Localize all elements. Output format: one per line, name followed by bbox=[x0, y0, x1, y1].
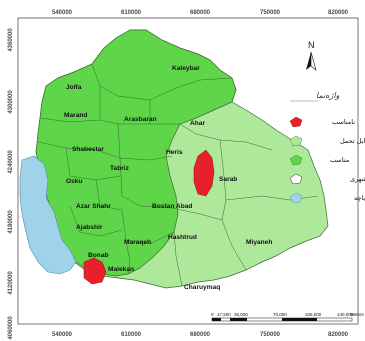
y-axis-ticks: 4360000 4300000 4240000 4180000 4120000 … bbox=[8, 28, 14, 340]
x-tick-label: 610000 bbox=[121, 10, 142, 16]
scale-label: 140,000 bbox=[337, 312, 354, 317]
x-tick-label: 540000 bbox=[52, 10, 73, 16]
region-unsuitable-sarab bbox=[193, 149, 215, 197]
legend-swatch-suitable bbox=[289, 154, 303, 166]
legend-label-suitable: مناسب bbox=[330, 156, 349, 164]
north-arrow-left bbox=[306, 52, 311, 70]
north-label: N bbox=[308, 40, 315, 50]
y-tick-label: 4360000 bbox=[8, 28, 14, 52]
y-tick-label: 4240000 bbox=[8, 150, 14, 174]
y-tick-label: 4180000 bbox=[8, 210, 14, 234]
place-label-osku: Osku bbox=[66, 178, 83, 185]
scale-label: 35,000 bbox=[234, 312, 248, 317]
x-tick-label: 610000 bbox=[121, 332, 142, 338]
scale-label: 17,500 bbox=[217, 312, 231, 317]
region-unsuitable-bonab bbox=[83, 257, 107, 285]
place-label-heris: Heris bbox=[166, 149, 183, 156]
place-label-miyaneh: Miyaneh bbox=[246, 239, 272, 246]
legend: واژه‌نما نامناسب قابل تحمل مناسب محدوده … bbox=[289, 91, 365, 204]
place-label-malekan: Malekan bbox=[108, 266, 134, 273]
lake-region bbox=[19, 155, 77, 275]
legend-title: واژه‌نما bbox=[316, 91, 340, 100]
x-tick-label: 820000 bbox=[328, 10, 349, 16]
x-tick-label: 680000 bbox=[190, 332, 211, 338]
north-arrow-right bbox=[310, 51, 317, 71]
place-label-bonab: Bonab bbox=[88, 252, 109, 259]
place-label-shabestar: Shabestar bbox=[72, 146, 104, 153]
county-boundaries bbox=[37, 63, 319, 287]
place-label-sarab: Sarab bbox=[219, 176, 237, 183]
place-label-arasbaran: Arasbaran bbox=[124, 116, 157, 123]
north-arrow: N bbox=[306, 40, 317, 71]
legend-swatch-lake bbox=[289, 192, 303, 204]
scale-label: 0 bbox=[211, 312, 214, 317]
x-tick-label: 820000 bbox=[328, 332, 349, 338]
y-tick-label: 4060000 bbox=[8, 316, 14, 340]
place-label-hashtrud: Hashtrud bbox=[168, 234, 197, 241]
legend-swatch-unsuitable bbox=[289, 116, 303, 128]
legend-swatch-urban bbox=[289, 173, 303, 185]
place-label-kaleybar: Kaleybar bbox=[172, 65, 200, 72]
place-labels: Kaleybar Jolfa Marand Arasbaran Ahar Sha… bbox=[64, 65, 272, 291]
scale-seg bbox=[230, 318, 247, 321]
x-tick-label: 680000 bbox=[190, 10, 211, 16]
scale-bar: 0 17,500 35,000 70,000 105,000 140,000 M… bbox=[211, 312, 365, 322]
scale-label: 70,000 bbox=[273, 312, 287, 317]
legend-label-urban: محدوده شهری bbox=[350, 175, 365, 183]
x-tick-label: 750000 bbox=[260, 332, 281, 338]
legend-swatch-acceptable bbox=[289, 135, 303, 147]
place-label-charuymaq: Charuymaq bbox=[184, 284, 220, 291]
place-label-maraqeh: Maraqeh bbox=[124, 239, 151, 246]
place-label-ahar: Ahar bbox=[190, 120, 205, 127]
scale-unit: Meters bbox=[350, 312, 365, 317]
y-tick-label: 4300000 bbox=[8, 90, 14, 114]
legend-label-lake: محدوده دریاچه bbox=[354, 194, 365, 202]
scale-seg bbox=[282, 318, 317, 321]
place-label-azar-shahr: Azar Shahr bbox=[76, 203, 111, 210]
x-tick-label: 540000 bbox=[52, 332, 73, 338]
legend-label-acceptable: قابل تحمل bbox=[340, 137, 365, 145]
place-label-jolfa: Jolfa bbox=[66, 84, 82, 91]
place-label-tabriz: Tabriz bbox=[110, 165, 130, 172]
legend-label-unsuitable: نامناسب bbox=[332, 118, 355, 126]
place-label-marand: Marand bbox=[64, 112, 87, 119]
x-axis-ticks: 540000 610000 680000 750000 820000 54000… bbox=[52, 10, 349, 338]
place-label-ajabshir: Ajabshir bbox=[76, 224, 103, 231]
scale-label: 105,000 bbox=[305, 312, 322, 317]
y-tick-label: 4120000 bbox=[8, 271, 14, 295]
place-label-bostan-abad: Bostan Abad bbox=[152, 203, 192, 210]
scale-seg bbox=[212, 318, 221, 321]
x-tick-label: 750000 bbox=[260, 10, 281, 16]
